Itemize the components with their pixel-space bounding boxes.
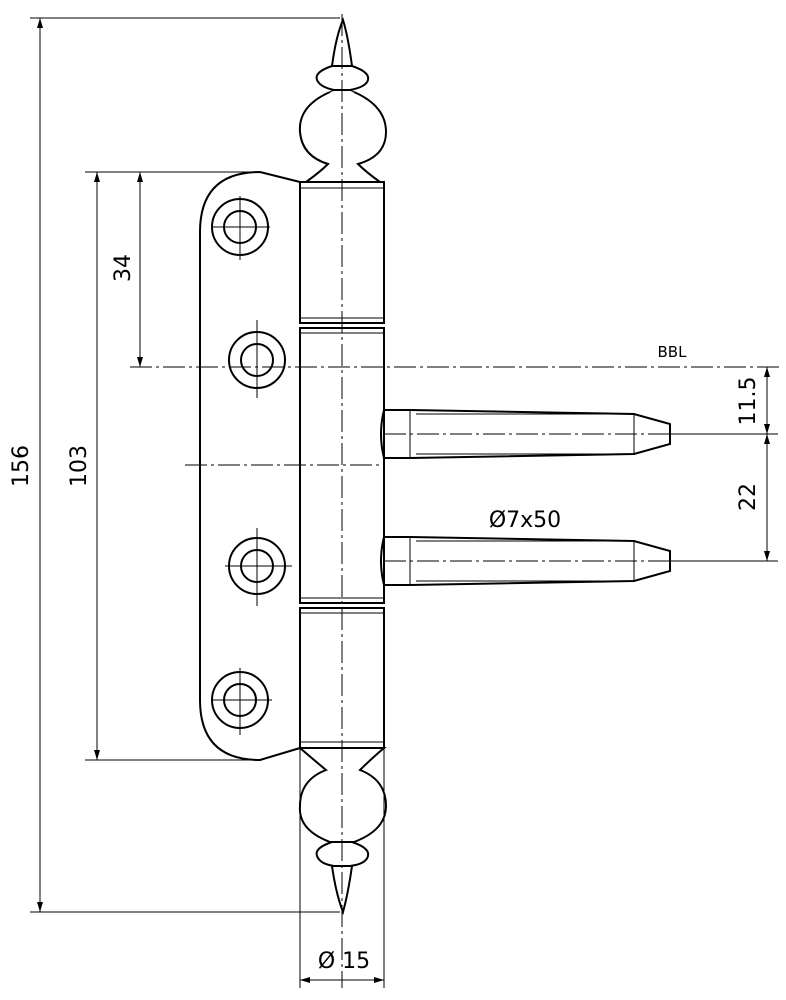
pin-lower: [380, 536, 671, 586]
center-lines: [130, 14, 780, 988]
dim-pin-offset: 11.5: [736, 377, 761, 426]
top-finial: [298, 17, 388, 183]
mounting-plate: [199, 170, 301, 762]
screw-hole-4: [211, 668, 272, 735]
dim-plate-height: 103: [67, 445, 92, 487]
dim-pin-spacing: 22: [736, 483, 761, 511]
screw-hole-1: [211, 196, 270, 260]
screw-hole-3: [225, 528, 292, 606]
dim-plate-offset: 34: [111, 254, 136, 282]
screw-hole-2: [228, 320, 286, 398]
dim-barrel-diameter: Ø 15: [318, 949, 370, 974]
dim-pin-size: Ø7x50: [489, 508, 561, 533]
bottom-finial: [298, 747, 388, 916]
extension-lines: [30, 17, 778, 988]
reference-line-label: BBL: [658, 343, 688, 361]
dimension-lines: [37, 18, 770, 983]
dim-total-height: 156: [9, 445, 34, 487]
